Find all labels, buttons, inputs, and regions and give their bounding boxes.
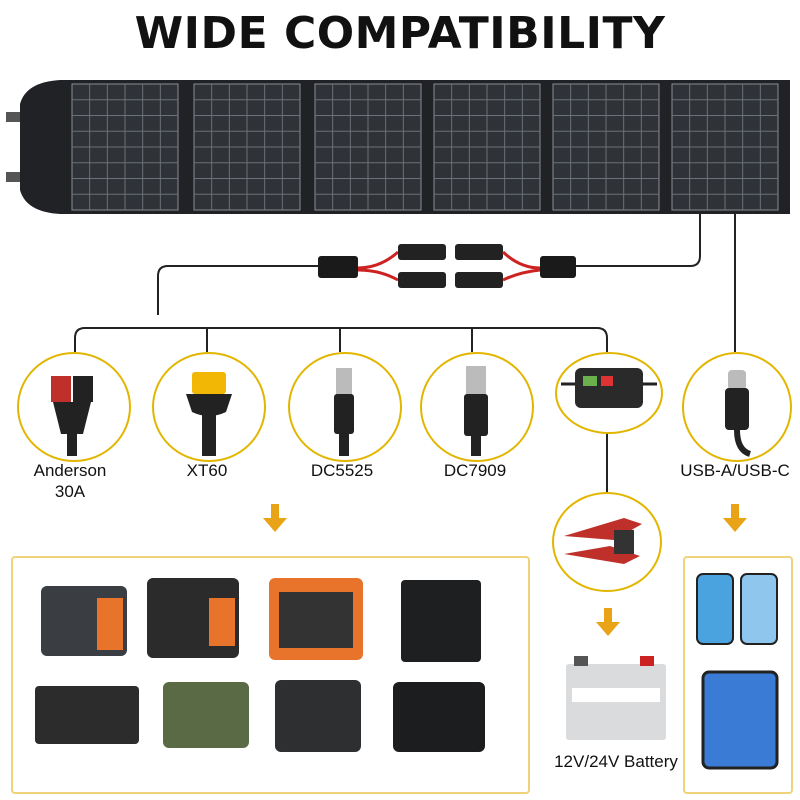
- connector-label-dc5525: DC5525: [310, 461, 374, 480]
- charge-controller-circle: [555, 352, 663, 434]
- xt60-connector-icon: [186, 372, 232, 456]
- anderson-connector-icon: [51, 376, 93, 456]
- dc5525-plug-circle: [288, 352, 402, 462]
- connector-label-dc7909: DC7909: [443, 461, 507, 480]
- connector-label-usb: USB-A/USB-C: [680, 461, 790, 480]
- down-arrow-icon: [596, 608, 620, 636]
- battery-clamp-circle: [552, 492, 662, 592]
- down-arrow-icon: [263, 504, 287, 532]
- connector-label-anderson: Anderson 30A: [33, 461, 107, 501]
- page-title: WIDE COMPATIBILITY: [134, 8, 666, 59]
- alligator-clamp-icon: [564, 518, 642, 564]
- usb-c-plug-circle: [682, 352, 792, 462]
- charge-controller-icon: [561, 368, 657, 408]
- down-arrow-icon: [723, 504, 747, 532]
- phone-tablet-icons: [696, 573, 779, 770]
- battery-image: [566, 656, 666, 740]
- devices-box: [683, 556, 793, 794]
- connector-label-xt60: XT60: [186, 461, 228, 480]
- power-stations-box: [11, 556, 530, 794]
- usb-c-plug-icon: [725, 370, 752, 457]
- dc7909-plug-icon: [464, 366, 488, 456]
- battery-label: 12V/24V Battery: [554, 752, 678, 771]
- dc7909-plug-circle: [420, 352, 534, 462]
- dc5525-plug-icon: [334, 368, 354, 456]
- xt60-connector-circle: [152, 352, 266, 462]
- power-station-grid: [35, 578, 485, 752]
- anderson-connector-circle: [17, 352, 131, 462]
- solar-panel-image: [6, 80, 790, 214]
